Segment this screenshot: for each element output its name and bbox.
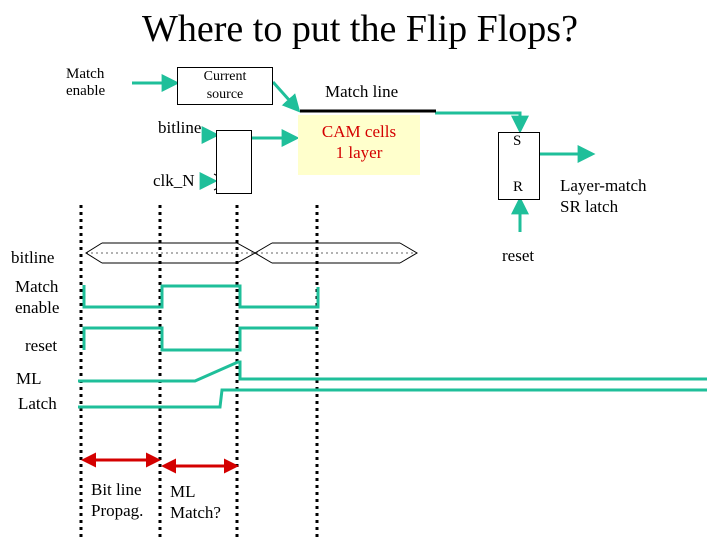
timing-ml-label: ML <box>16 369 42 388</box>
latch-s-label: S <box>513 133 522 149</box>
latch-r-label: R <box>513 179 524 195</box>
match-enable-waveform <box>82 284 320 309</box>
match-line-label: Match line <box>325 82 399 101</box>
current-source-box <box>177 67 273 105</box>
matchline-to-latch-wire <box>435 111 529 134</box>
cam-cells-box <box>298 115 420 175</box>
page-title: Where to put the Flip Flops? <box>142 8 578 50</box>
timing-reset-label: reset <box>25 336 58 355</box>
current-source-to-matchline-wire <box>271 81 301 113</box>
phase-arrows <box>81 452 239 474</box>
schematic-wires <box>132 74 596 232</box>
reset-label: reset <box>502 246 535 265</box>
timing-bitline-label: bitline <box>11 248 55 267</box>
reset-waveform <box>82 326 318 352</box>
waveforms <box>78 284 707 409</box>
register-box <box>216 130 252 194</box>
sr-latch-box <box>498 132 540 200</box>
timing-latch-label: Latch <box>18 394 57 413</box>
bitline-input-label: bitline <box>158 118 202 137</box>
latch-waveform <box>78 388 707 409</box>
ml-waveform <box>78 360 707 383</box>
clk-n-label: clk_N <box>153 171 195 190</box>
